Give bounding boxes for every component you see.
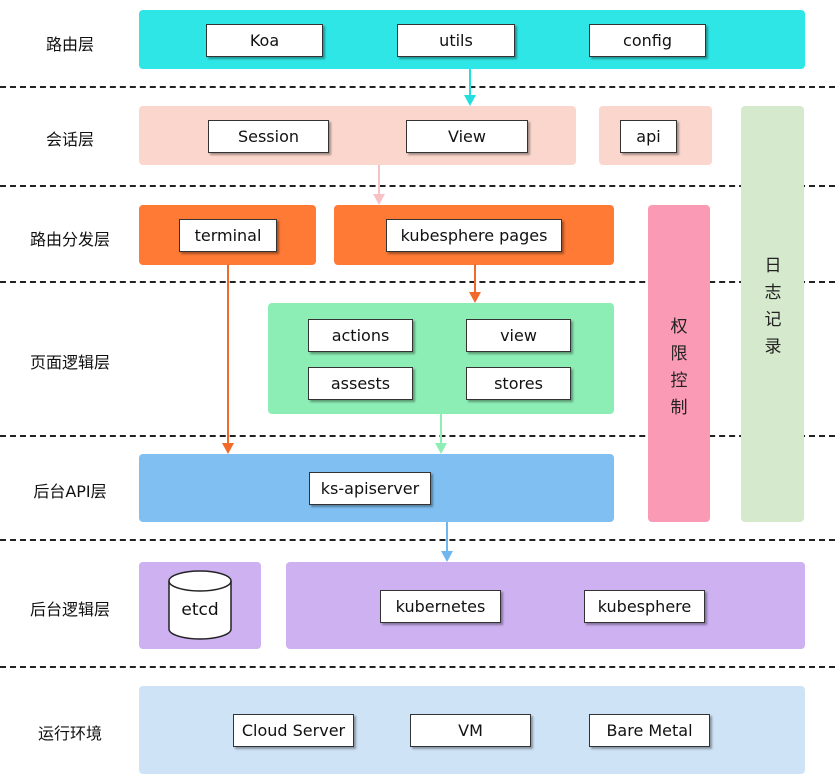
- permission-control-column: [648, 205, 710, 522]
- kubesphere-pages-label: kubesphere pages: [400, 226, 548, 245]
- vm-box: VM: [410, 714, 531, 747]
- layer-separator: [0, 539, 835, 541]
- kubesphere-pages-box: kubesphere pages: [386, 219, 562, 252]
- api-box: api: [620, 120, 677, 153]
- kubernetes-region: [286, 562, 805, 649]
- utils-label: utils: [439, 31, 473, 50]
- arrow-page-logic-to-apiserver: [435, 414, 447, 454]
- koa-label: Koa: [249, 31, 280, 50]
- session-box: Session: [208, 120, 329, 153]
- logging-column: [741, 106, 804, 522]
- config-label: config: [623, 31, 672, 50]
- actions-label: actions: [331, 326, 390, 345]
- layer-separator: [0, 281, 835, 283]
- layer-label-dispatch: 路由分发层: [29, 230, 110, 249]
- layer-separator: [0, 86, 835, 88]
- api-label: api: [636, 127, 661, 146]
- kubernetes-box: kubernetes: [380, 590, 501, 623]
- cloud-server-box: Cloud Server: [233, 714, 354, 747]
- arrow-apiserver-to-backend-logic: [441, 522, 453, 562]
- view-logic-label: view: [500, 326, 537, 345]
- permission-control-text: 权限控制: [670, 317, 688, 418]
- layer-label-session: 会话层: [45, 130, 94, 149]
- assests-box: assests: [308, 367, 413, 400]
- etcd-label: etcd: [181, 600, 219, 620]
- terminal-box: terminal: [179, 219, 277, 252]
- arrow-terminal-to-apiserver: [222, 265, 234, 454]
- actions-box: actions: [308, 319, 413, 352]
- kubesphere-label: kubesphere: [597, 597, 692, 616]
- view-logic-box: view: [466, 319, 571, 352]
- stores-label: stores: [494, 374, 543, 393]
- koa-box: Koa: [206, 24, 323, 57]
- layer-separator: [0, 185, 835, 187]
- view-box: View: [406, 120, 528, 153]
- layer-label-routing: 路由层: [45, 35, 94, 54]
- layer-label-runtime: 运行环境: [37, 724, 102, 743]
- layer-label-backend-logic: 后台逻辑层: [29, 600, 110, 619]
- config-box: config: [589, 24, 706, 57]
- view-label: View: [448, 127, 486, 146]
- utils-box: utils: [397, 24, 515, 57]
- arrow-pages-to-page-logic: [469, 265, 481, 303]
- terminal-label: terminal: [194, 226, 262, 245]
- cloud-server-label: Cloud Server: [241, 721, 346, 740]
- etcd-database-icon: [168, 570, 232, 640]
- stores-box: stores: [466, 367, 571, 400]
- layer-separator: [0, 666, 835, 668]
- kubesphere-box: kubesphere: [584, 590, 705, 623]
- layer-label-backend-api: 后台API层: [33, 482, 107, 501]
- bare-metal-label: Bare Metal: [606, 721, 693, 740]
- assests-label: assests: [330, 374, 391, 393]
- bare-metal-box: Bare Metal: [589, 714, 710, 747]
- logging-text: 日志记录: [764, 256, 782, 357]
- layer-separator: [0, 435, 835, 437]
- logging-label: 日志记录: [758, 253, 788, 361]
- layer-label-page-logic: 页面逻辑层: [29, 353, 110, 372]
- ks-apiserver-label: ks-apiserver: [320, 479, 420, 498]
- permission-control-label: 权限控制: [664, 314, 694, 422]
- ks-apiserver-box: ks-apiserver: [309, 472, 431, 505]
- vm-label: VM: [458, 721, 483, 740]
- kubernetes-label: kubernetes: [395, 597, 486, 616]
- session-label: Session: [237, 127, 300, 146]
